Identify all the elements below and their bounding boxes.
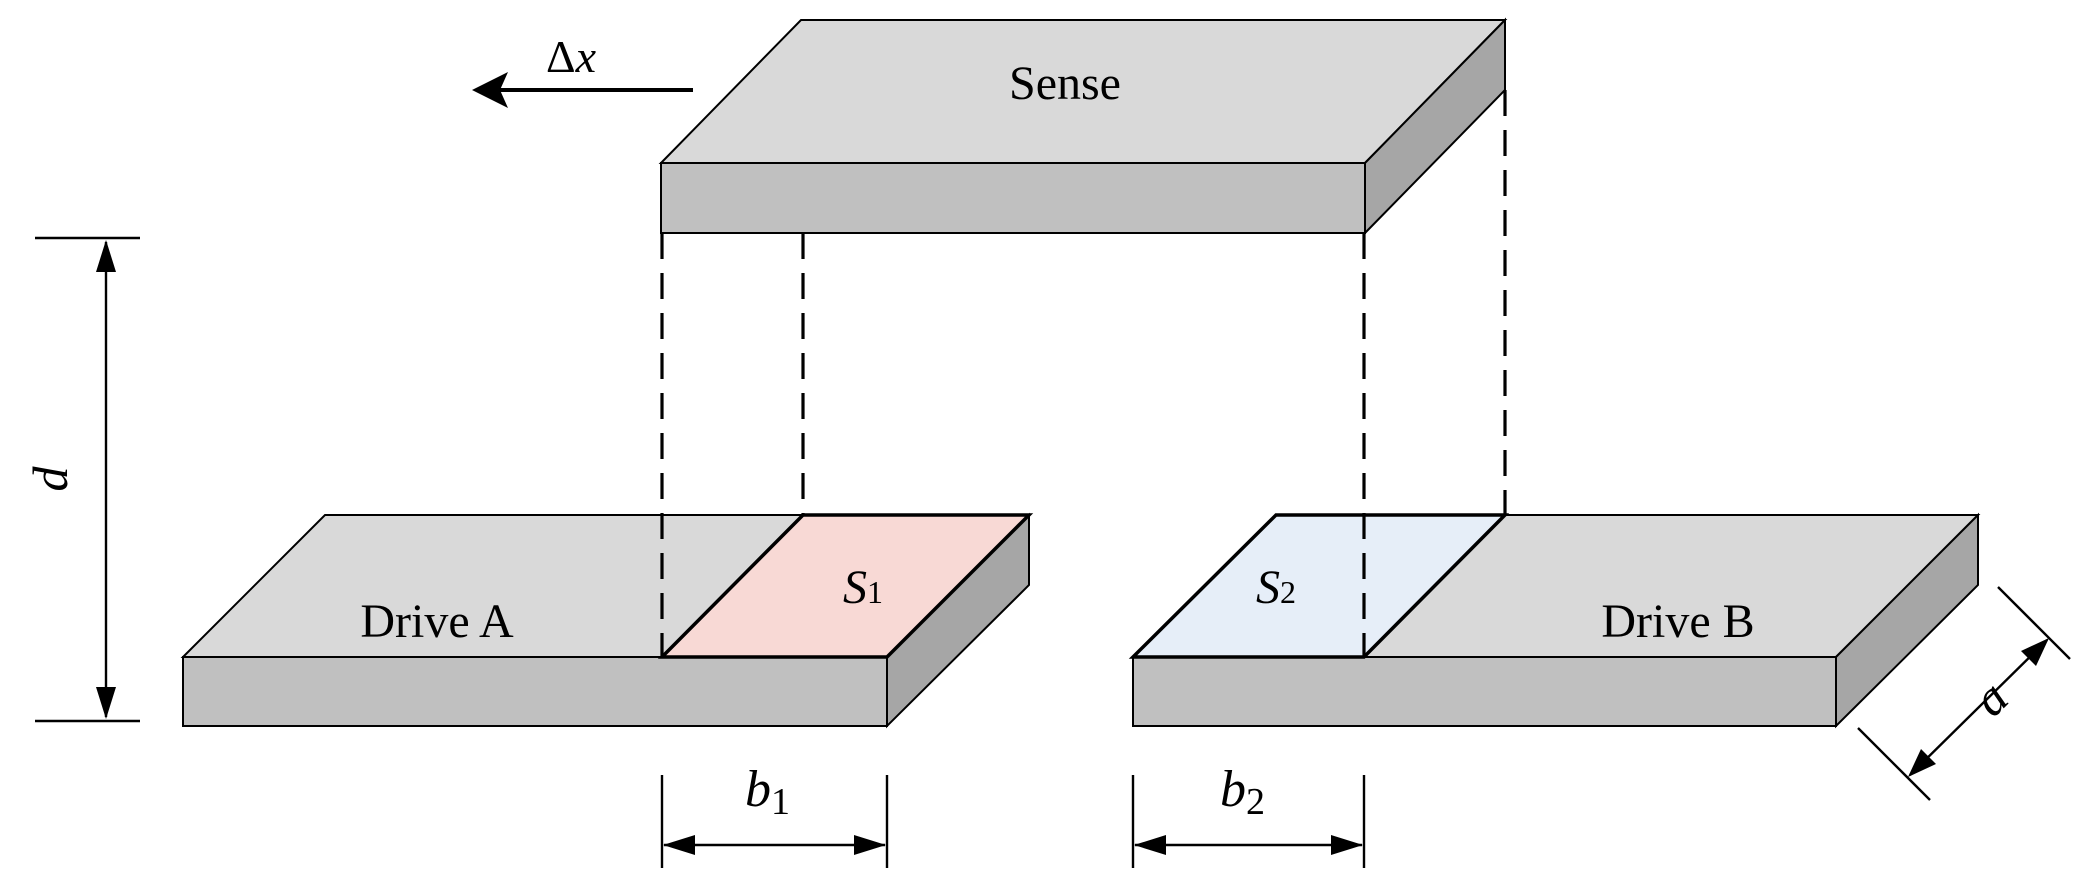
dimension-a-arrowhead-top <box>2021 638 2049 666</box>
b1-label: b1 <box>745 761 790 823</box>
d-label: d <box>22 466 78 492</box>
projection-lines <box>660 90 1507 657</box>
dimension-b1-arrowhead-right <box>854 835 886 855</box>
dimension-d-arrowhead-bottom <box>96 687 116 719</box>
displacement-arrowhead <box>472 72 508 108</box>
s1-label: S1 <box>843 561 883 614</box>
sense-plate: Sense <box>658 17 1508 236</box>
dimension-a-extension-top <box>1997 586 2071 660</box>
dimension-b2: b2 <box>1131 761 1366 868</box>
sense-plate-front-face <box>660 162 1366 234</box>
sense-label: Sense <box>1009 57 1121 110</box>
dimension-b2-arrowhead-left <box>1134 835 1166 855</box>
dimension-d-arrowhead-top <box>96 240 116 272</box>
drive-a-plate-front-face <box>182 656 888 727</box>
overlap-s1-area <box>657 513 1034 659</box>
drive-b-plate-side-face <box>1835 512 1979 729</box>
displacement-arrow: Δx <box>472 31 693 108</box>
delta-x-label: Δx <box>546 31 597 82</box>
dimension-a-arrowhead-bottom <box>1908 749 1936 777</box>
s2-label: S2 <box>1256 561 1296 614</box>
overlap-region-s1: S1 <box>657 513 1034 659</box>
dimension-b1-arrowhead-left <box>663 835 695 855</box>
drive-b-label: Drive B <box>1601 595 1754 648</box>
drive-a-label: Drive A <box>360 595 514 648</box>
dimension-b2-arrowhead-right <box>1331 835 1363 855</box>
dimension-d: d <box>22 236 140 723</box>
drive-b-plate-front-face <box>1132 656 1837 727</box>
dimension-b1: b1 <box>660 761 889 868</box>
b2-label: b2 <box>1220 761 1265 823</box>
dimension-a-arrow <box>1909 639 2048 776</box>
dimension-a-extension-bottom <box>1857 727 1931 801</box>
